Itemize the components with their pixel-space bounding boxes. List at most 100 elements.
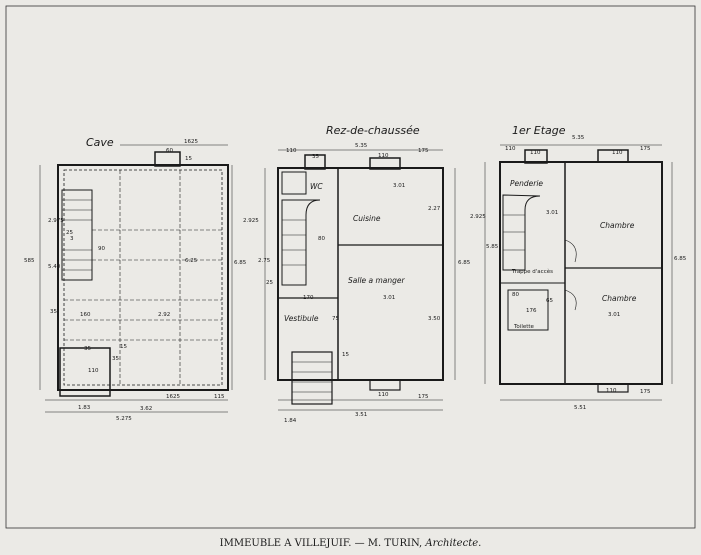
dim-label: 3.01 xyxy=(393,183,405,189)
dim-label: 5.35 xyxy=(572,135,585,141)
cave-title: Cave xyxy=(86,136,114,149)
dim-label: 160 xyxy=(80,312,91,318)
dim-label: 176 xyxy=(526,308,537,314)
dim-label: 5.85 xyxy=(486,244,499,250)
sheet-border xyxy=(5,5,696,529)
dim-label: 6.85 xyxy=(234,260,247,266)
dim-label: 115 xyxy=(214,394,225,400)
dim-label: 3.50 xyxy=(428,316,441,322)
room-toilette: Toilette xyxy=(513,324,535,330)
dim-label: 110 xyxy=(505,146,516,152)
dim-label: 110 xyxy=(530,150,541,156)
etage-stair xyxy=(502,194,541,271)
etage-chimney-left xyxy=(524,149,548,164)
dim-label: 2.925 xyxy=(243,218,259,224)
rdc-stair xyxy=(281,199,321,286)
caption: IMMEUBLE A VILLEJUIF. — M. TURIN, Archit… xyxy=(0,538,701,549)
dim-label: 2.925 xyxy=(470,214,486,220)
rdc-plan xyxy=(264,149,456,411)
room-cuisine: Cuisine xyxy=(353,214,381,223)
dim-label: 5.275 xyxy=(116,416,132,422)
dim-label: 65 xyxy=(546,298,553,304)
rdc-outer-wall xyxy=(277,167,444,381)
cave-chimney xyxy=(154,151,181,167)
etage-outer-wall xyxy=(499,161,663,385)
dim-label: 6.25 xyxy=(185,258,198,264)
room-vestibule: Vestibule xyxy=(284,314,319,323)
dim-label: 110 xyxy=(88,368,99,374)
dim-label: 35 xyxy=(112,356,119,362)
dim-label: 2.975 xyxy=(48,218,64,224)
dim-label: 35 xyxy=(84,346,91,352)
room-wc: WC xyxy=(310,182,323,191)
rdc-title: Rez-de-chaussée xyxy=(326,124,420,137)
dim-label: 3 xyxy=(70,236,74,242)
rdc-dims: 5.35 110 35 175 110 3.01 2.925 2.75 25 8… xyxy=(243,143,471,424)
dim-label: 15 xyxy=(342,352,349,358)
cave-outer-wall xyxy=(57,164,229,391)
dim-label: 110 xyxy=(606,388,617,394)
caption-location: IMMEUBLE A VILLEJUIF. xyxy=(219,538,352,549)
etage-plan xyxy=(484,144,673,401)
dim-label: 1.83 xyxy=(78,405,91,411)
dim-label: 175 xyxy=(418,148,429,154)
cave-annex xyxy=(59,347,111,397)
etage-chimney-right xyxy=(597,149,629,163)
dim-label: 110 xyxy=(378,153,389,159)
dim-label: 585 xyxy=(24,258,35,264)
dim-label: 2.92 xyxy=(158,312,170,318)
dim-label: 3.51 xyxy=(355,412,367,418)
dim-label: 3.01 xyxy=(546,210,558,216)
wc-box xyxy=(281,171,307,195)
etage-dims: 5.35 110 175 110 110 2.925 5.85 3.01 6.8… xyxy=(470,135,687,411)
dim-label: 60 xyxy=(166,148,173,154)
dim-label: 80 xyxy=(318,236,325,242)
dim-label: 1.84 xyxy=(284,418,297,424)
dim-label: 25 xyxy=(66,230,73,236)
dim-label: 35 xyxy=(50,309,57,315)
dim-label: 90 xyxy=(98,246,105,252)
rdc-chimney-right xyxy=(369,157,401,170)
etage-title: 1er Etage xyxy=(512,124,566,137)
dim-label: 5.51 xyxy=(574,405,586,411)
caption-role: Architecte. xyxy=(425,538,482,549)
rdc-chimney-left xyxy=(304,154,326,170)
dim-label: 170 xyxy=(303,295,314,301)
room-trappe: Trappe d'accès xyxy=(511,268,553,275)
rdc-entrance-steps xyxy=(291,351,333,405)
dim-label: 6.85 xyxy=(458,260,471,266)
dim-label: 175 xyxy=(418,394,429,400)
cave-stair xyxy=(61,189,93,281)
dim-label: 110 xyxy=(612,150,623,156)
dim-label: 75 xyxy=(332,316,339,322)
cave-dims: 1625 60 15 2.975 585 5.40 3 6.25 6.85 16… xyxy=(24,139,247,422)
dim-label: 1625 xyxy=(184,139,198,145)
dim-label: 15 xyxy=(185,156,192,162)
dim-label: 2.27 xyxy=(428,206,441,212)
toilette-box xyxy=(507,289,549,331)
dim-label: 80 xyxy=(512,292,519,298)
cave-inner-wall xyxy=(63,169,223,386)
room-chambre-1: Chambre xyxy=(600,221,635,230)
dim-label: 25 xyxy=(266,280,273,286)
dim-label: 3.01 xyxy=(608,312,620,318)
caption-architect: M. TURIN, xyxy=(367,538,423,549)
dim-label: 110 xyxy=(286,148,297,154)
dim-label: 2.75 xyxy=(258,258,271,264)
room-chambre-2: Chambre xyxy=(602,294,637,303)
dim-label: 6.85 xyxy=(674,256,687,262)
dim-label: 15 xyxy=(120,344,127,350)
room-salle-a-manger: Salle a manger xyxy=(348,276,406,285)
cave-plan xyxy=(39,144,233,413)
room-penderie: Penderie xyxy=(510,179,543,188)
dim-label: 1625 xyxy=(166,394,180,400)
dim-label: 5.40 xyxy=(48,264,61,270)
dim-label: 175 xyxy=(640,146,651,152)
dim-label: 3.62 xyxy=(140,406,152,412)
dim-label: 5.35 xyxy=(355,143,368,149)
caption-separator: — xyxy=(354,538,365,549)
dim-label: 110 xyxy=(378,392,389,398)
dim-label: 35 xyxy=(312,154,319,160)
